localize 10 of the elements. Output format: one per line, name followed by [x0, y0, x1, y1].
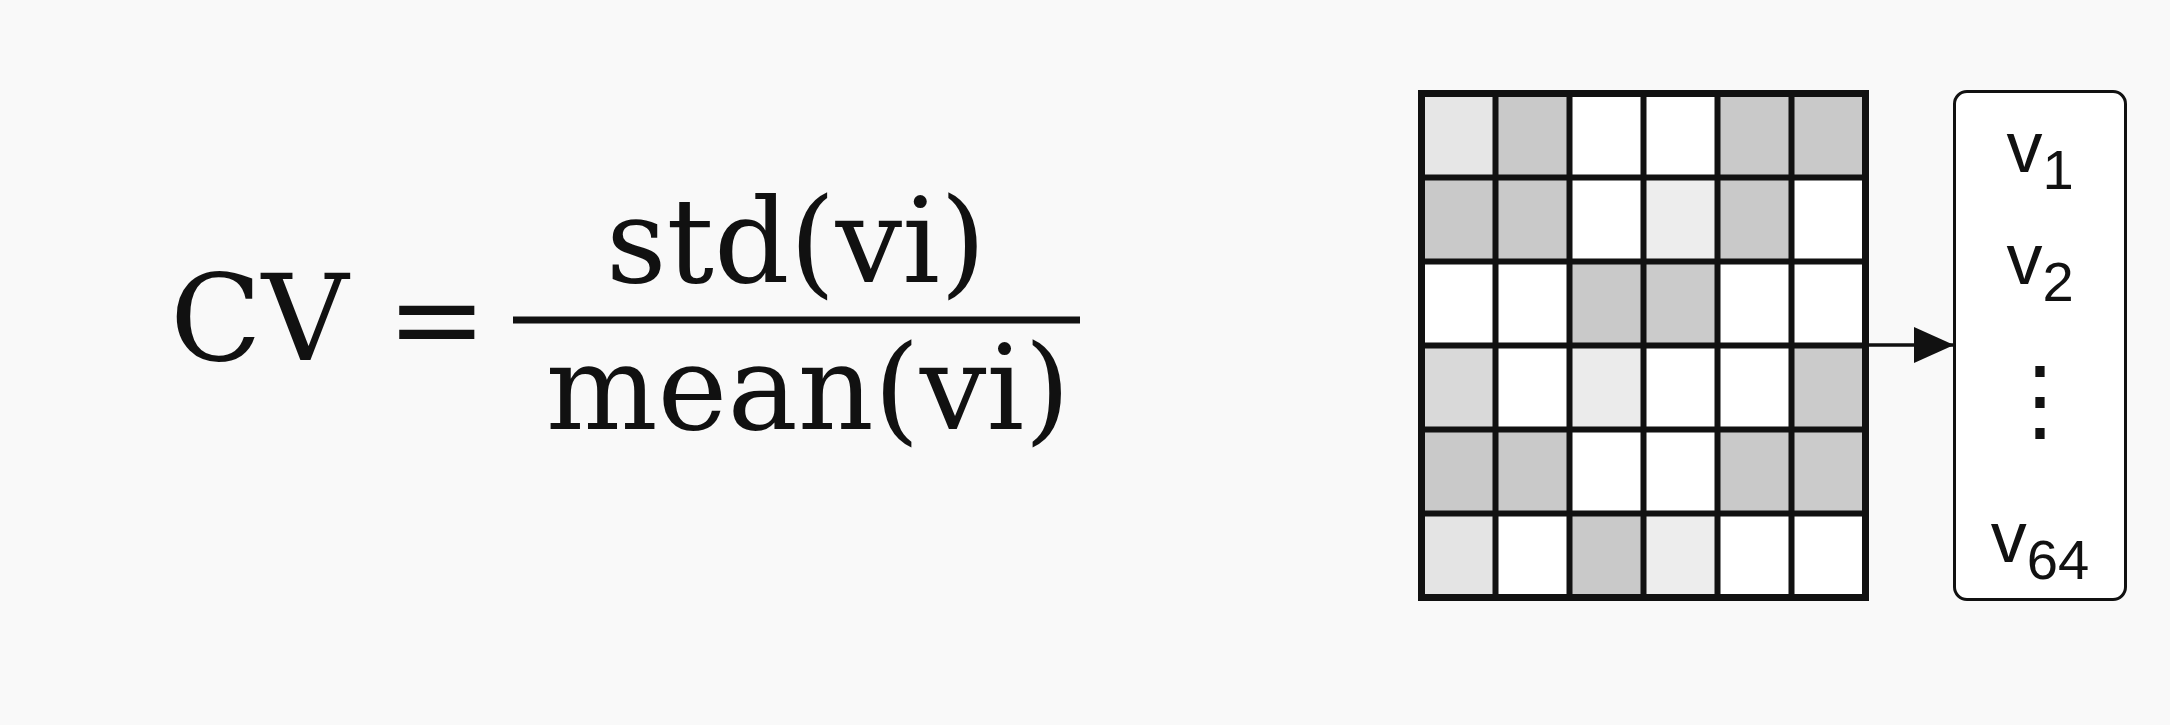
arrow: [1869, 327, 1954, 363]
formula-lhs: CV =: [170, 259, 488, 380]
denominator: mean(vi): [545, 329, 1071, 448]
pixel-grid: [1418, 90, 1869, 601]
vector-entry: v$_{2}$: [2006, 223, 2074, 311]
numerator: std(vi): [606, 182, 986, 301]
vector-entry: v$_{1}$: [2006, 111, 2074, 199]
vector-entry: v$_{64}$: [1990, 501, 2090, 589]
vector-box: [1953, 90, 2127, 601]
vertical-ellipsis: ⋮: [1995, 355, 2085, 454]
